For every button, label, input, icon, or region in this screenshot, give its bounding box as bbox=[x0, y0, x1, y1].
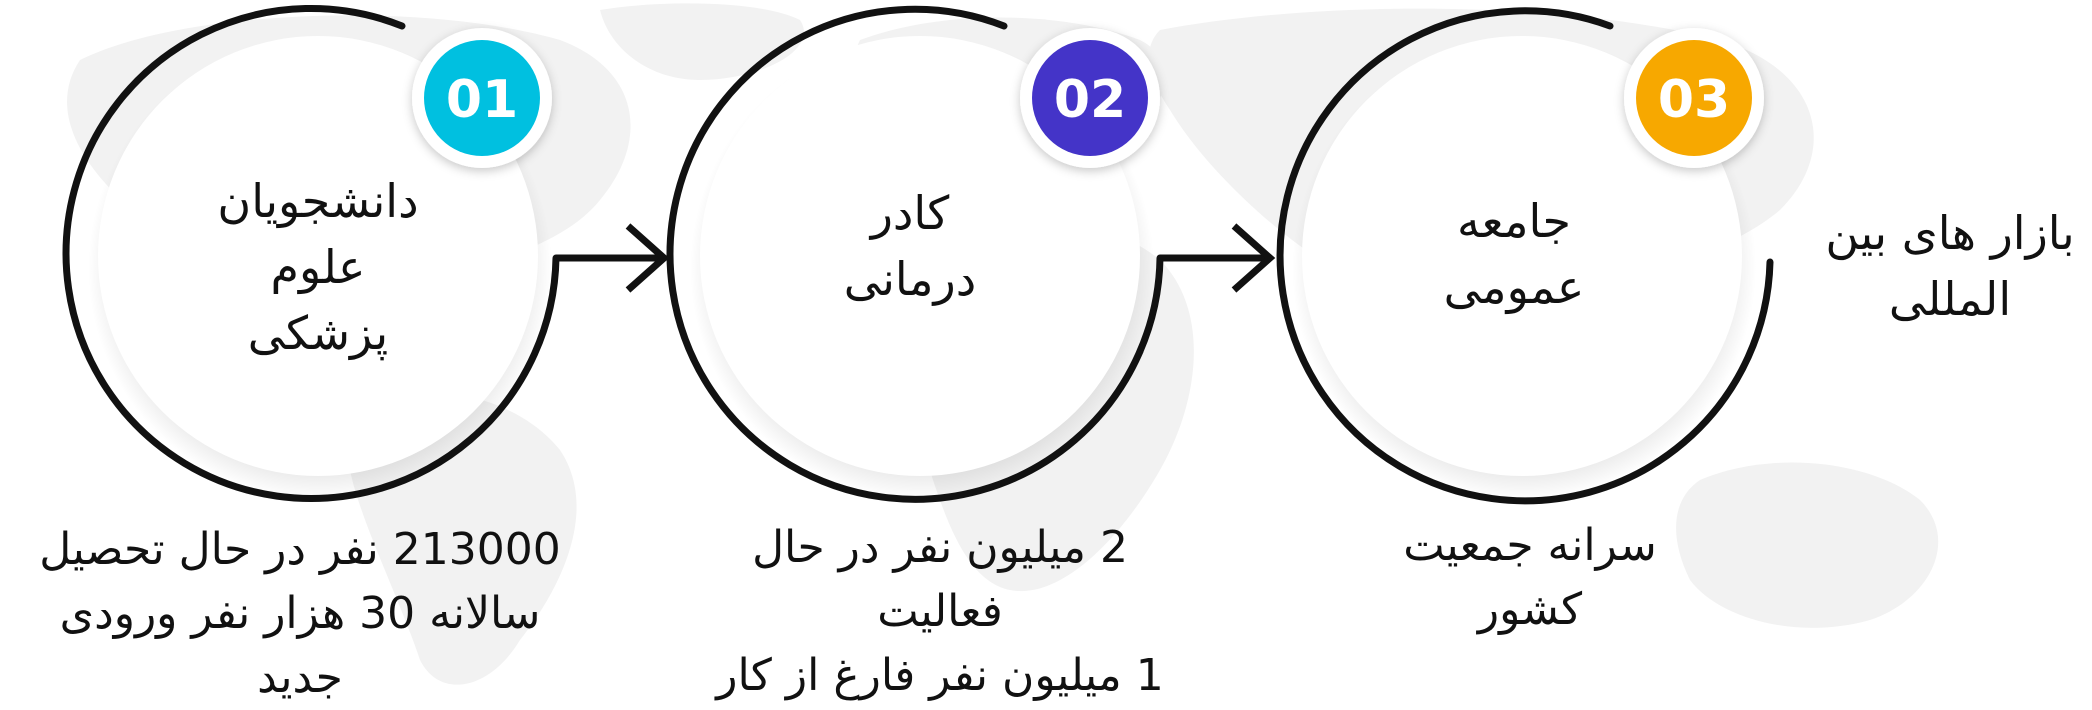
stage-2-title: کادر درمانی bbox=[760, 180, 1060, 312]
stage-3-title-line-1: جامعه bbox=[1457, 194, 1571, 248]
stage-2-ring bbox=[666, 5, 1164, 503]
stage-2-desc-line-2: فعالیت bbox=[877, 586, 1003, 637]
final-stage-title-line-2: المللی bbox=[1888, 272, 2012, 326]
connector-1-2 bbox=[556, 223, 670, 293]
arrow-head-icon bbox=[1231, 223, 1276, 293]
stage-1-title-line-1: دانشجویان bbox=[217, 174, 419, 228]
stage-3-desc-line-2: کشور bbox=[1477, 584, 1583, 635]
stage-2-badge-label: 02 bbox=[1054, 70, 1126, 130]
stage-2-desc-line-3: 1 میلیون نفر فارغ از کار bbox=[716, 650, 1164, 701]
stage-2-description: 2 میلیون نفر در حال فعالیت 1 میلیون نفر … bbox=[640, 516, 1240, 708]
australia-shape bbox=[1676, 462, 1939, 628]
stage-3-disc bbox=[1302, 36, 1742, 476]
stage-1-title-line-2: علوم bbox=[270, 240, 366, 294]
stage-2-desc-line-1: 2 میلیون نفر در حال bbox=[752, 522, 1128, 573]
stage-1-title: دانشجویان علوم پزشکی bbox=[168, 168, 468, 366]
stage-3-ring bbox=[1276, 7, 1774, 505]
connector-2-3 bbox=[1160, 223, 1276, 293]
final-stage-title: بازار های بین المللی bbox=[1810, 200, 2090, 332]
stage-3-title: جامعه عمومی bbox=[1364, 188, 1664, 320]
stage-1-badge bbox=[424, 40, 540, 156]
stage-1-description: 213000 نفر در حال تحصیل سالانه 30 هزار ن… bbox=[0, 518, 600, 710]
stage-1-node: 01 bbox=[62, 5, 560, 502]
stage-2-node: 02 bbox=[666, 5, 1164, 503]
stage-1-title-line-3: پزشکی bbox=[247, 306, 389, 360]
stage-2-title-line-2: درمانی bbox=[843, 252, 977, 306]
stage-2-title-line-1: کادر bbox=[870, 186, 950, 240]
stage-1-disc bbox=[98, 36, 538, 476]
stage-3-description: سرانه جمعیت کشور bbox=[1290, 514, 1770, 642]
stage-1-desc-line-2: سالانه 30 هزار نفر ورودی bbox=[59, 588, 541, 639]
final-stage-title-line-1: بازار های بین bbox=[1825, 206, 2075, 260]
stage-3-title-line-2: عمومی bbox=[1443, 260, 1585, 314]
stage-3-badge bbox=[1636, 40, 1752, 156]
stage-2-badge bbox=[1032, 40, 1148, 156]
greenland-shape bbox=[600, 3, 804, 80]
stage-3-badge-label: 03 bbox=[1658, 70, 1730, 130]
arrow-head-icon bbox=[625, 223, 670, 293]
stage-1-badge-label: 01 bbox=[446, 70, 518, 130]
stage-1-desc-line-3: جدید bbox=[257, 652, 343, 703]
stage-1-desc-line-1: 213000 نفر در حال تحصیل bbox=[39, 524, 561, 575]
stage-1-ring bbox=[62, 5, 560, 502]
stage-2-disc bbox=[700, 36, 1140, 476]
stage-3-node: 03 bbox=[1276, 7, 1774, 505]
stage-3-desc-line-1: سرانه جمعیت bbox=[1403, 520, 1657, 571]
